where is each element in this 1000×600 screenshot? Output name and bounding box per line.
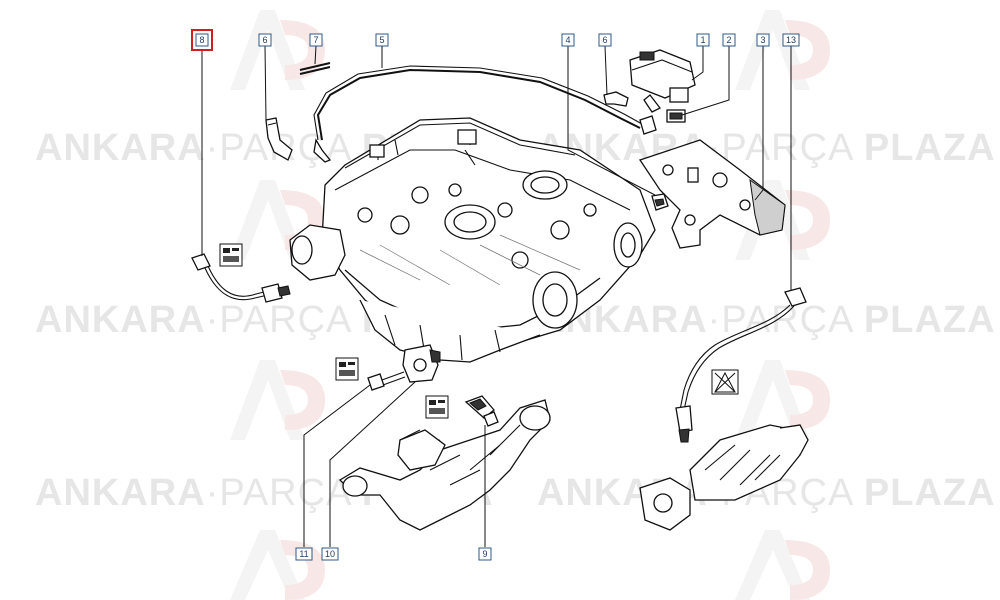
svg-text:10: 10 <box>325 549 335 559</box>
engine-block[interactable] <box>289 117 656 363</box>
svg-text:3: 3 <box>760 35 765 45</box>
mounting-bracket-part-3[interactable] <box>638 139 786 249</box>
svg-text:1: 1 <box>700 35 705 45</box>
vacuum-hose-part-7[interactable] <box>299 62 331 75</box>
sensor-cable-part-8[interactable] <box>191 253 291 303</box>
svg-text:ANKARA·PARÇA PLAZA: ANKARA·PARÇA PLAZA <box>537 127 996 169</box>
watermark-logo <box>230 10 830 600</box>
knock-sensor-part-10[interactable] <box>402 344 441 383</box>
callouts: 8 6 7 5 4 6 1 2 <box>191 29 800 561</box>
callout-13[interactable]: 13 <box>782 33 800 47</box>
map-sensor-part-1[interactable] <box>629 49 696 113</box>
svg-text:6: 6 <box>602 35 607 45</box>
elbow-hose-part-6-right[interactable] <box>603 91 657 135</box>
callout-4[interactable]: 4 <box>561 33 575 47</box>
svg-text:11: 11 <box>299 549 308 559</box>
vacuum-pipe-part-5[interactable] <box>313 65 643 163</box>
intake-hose[interactable] <box>338 399 551 531</box>
connector-part-2[interactable] <box>666 109 686 123</box>
torque-spec-icon-2 <box>335 357 359 381</box>
temperature-sensor-part-9[interactable] <box>464 395 499 427</box>
callout-9[interactable]: 9 <box>478 547 492 561</box>
bolt-part-11[interactable] <box>367 371 406 391</box>
elbow-hose-part-6-left[interactable] <box>265 117 293 161</box>
callout-1[interactable]: 1 <box>696 33 710 47</box>
svg-text:ANKARA·PARÇA PLAZA: ANKARA·PARÇA PLAZA <box>537 299 996 341</box>
sensor-part-4[interactable] <box>651 193 669 211</box>
svg-text:9: 9 <box>482 549 487 559</box>
svg-text:4: 4 <box>565 35 570 45</box>
svg-text:7: 7 <box>313 35 318 45</box>
callout-6-right[interactable]: 6 <box>598 33 612 47</box>
callout-5[interactable]: 5 <box>375 33 389 47</box>
catalytic-converter[interactable] <box>639 424 809 531</box>
callout-6-left[interactable]: 6 <box>258 33 272 47</box>
svg-text:6: 6 <box>262 35 267 45</box>
callout-2[interactable]: 2 <box>722 33 736 47</box>
torque-spec-icon-1 <box>219 243 243 267</box>
svg-text:8: 8 <box>199 35 204 45</box>
callout-10[interactable]: 10 <box>321 547 339 561</box>
callout-11[interactable]: 11 <box>295 547 313 561</box>
svg-text:13: 13 <box>786 35 796 45</box>
leader-lines <box>201 45 792 547</box>
callout-7[interactable]: 7 <box>309 33 323 47</box>
torque-spec-icon-3 <box>425 395 449 419</box>
svg-text:5: 5 <box>379 35 384 45</box>
oxygen-sensor-part-13[interactable] <box>675 287 807 443</box>
callout-8[interactable]: 8 <box>191 29 213 51</box>
svg-text:2: 2 <box>726 35 731 45</box>
callout-3[interactable]: 3 <box>756 33 770 47</box>
torque-spec-icon-4 <box>711 369 739 395</box>
